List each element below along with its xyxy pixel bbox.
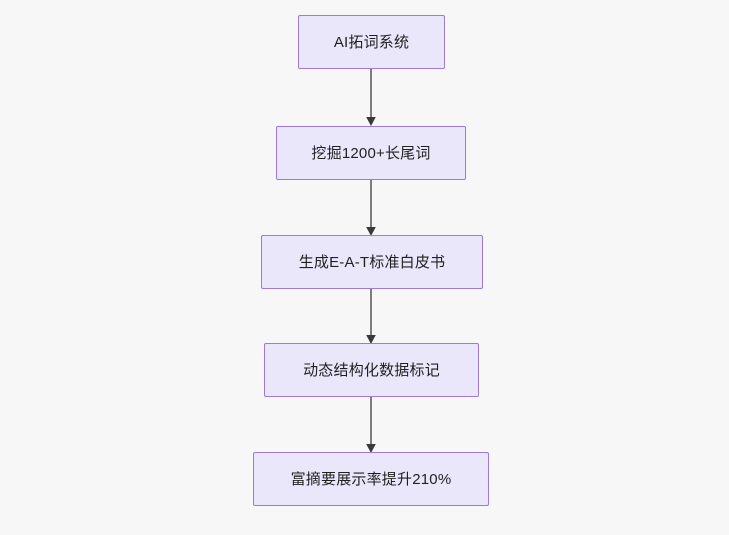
- flow-connector-1-2: [359, 69, 383, 126]
- flow-node-2-label: 挖掘1200+长尾词: [311, 144, 431, 162]
- flow-node-3[interactable]: 生成E-A-T标准白皮书: [261, 235, 483, 289]
- flow-node-5-label: 富摘要展示率提升210%: [290, 470, 452, 488]
- flow-node-1-label: AI拓词系统: [333, 33, 410, 51]
- flow-connector-3-4: [359, 289, 383, 344]
- flow-node-5[interactable]: 富摘要展示率提升210%: [253, 452, 489, 506]
- flow-node-1[interactable]: AI拓词系统: [298, 15, 445, 69]
- flow-connector-4-5: [359, 397, 383, 453]
- flow-node-4[interactable]: 动态结构化数据标记: [264, 343, 479, 397]
- flow-connector-2-3: [359, 180, 383, 236]
- flow-node-4-label: 动态结构化数据标记: [303, 361, 440, 379]
- flow-node-3-label: 生成E-A-T标准白皮书: [298, 253, 446, 271]
- flow-node-2[interactable]: 挖掘1200+长尾词: [276, 126, 466, 180]
